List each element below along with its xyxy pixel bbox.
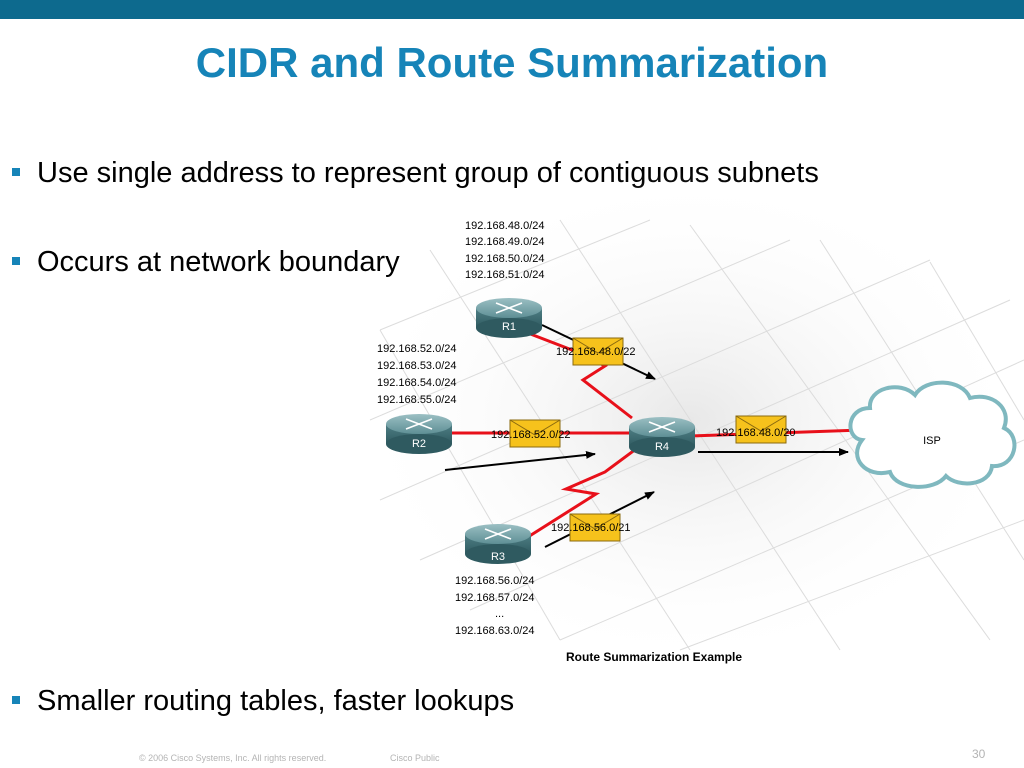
r2-network-3: 192.168.54.0/24	[377, 377, 457, 389]
bullet-2-text: Occurs at network boundary	[37, 246, 400, 278]
envelope-r3: 192.168.56.0/21	[551, 513, 631, 542]
envelope-r4: 192.168.48.0/20	[716, 415, 796, 444]
diagram-caption: Route Summarization Example	[566, 650, 742, 664]
r2-network-1: 192.168.52.0/24	[377, 343, 457, 355]
r1-network-1: 192.168.48.0/24	[465, 220, 545, 232]
router-arrows-icon	[405, 418, 433, 430]
router-r3-label: R3	[491, 551, 505, 563]
footer-copyright: © 2006 Cisco Systems, Inc. All rights re…	[139, 753, 327, 763]
arrow-r2	[444, 450, 596, 471]
envelope-r2: 192.168.52.0/22	[491, 419, 571, 448]
page-number: 30	[972, 747, 986, 761]
r2-network-4: 192.168.55.0/24	[377, 394, 457, 406]
router-arrows-icon	[495, 302, 523, 314]
router-arrows-icon	[484, 528, 512, 540]
router-r4-label: R4	[655, 441, 669, 453]
router-r4: R4	[629, 417, 695, 457]
top-bar	[0, 0, 1024, 19]
summary-r2: 192.168.52.0/22	[491, 429, 571, 441]
link-r1-r4	[519, 328, 633, 420]
summary-r1: 192.168.48.0/22	[556, 346, 636, 358]
bullet-square-icon	[12, 257, 20, 265]
link-r3-r4	[519, 444, 641, 544]
router-r3: R3	[465, 524, 531, 564]
r2-network-2: 192.168.53.0/24	[377, 360, 457, 372]
isp-label: ISP	[923, 435, 941, 447]
router-r1-label: R1	[502, 321, 516, 333]
r1-network-4: 192.168.51.0/24	[465, 269, 545, 281]
r3-network-list: 192.168.56.0/24 192.168.57.0/24 ... 192.…	[455, 575, 535, 637]
envelope-r1: 192.168.48.0/22	[556, 337, 636, 366]
router-arrows-icon	[648, 421, 676, 433]
router-r1: R1	[476, 298, 542, 338]
bullet-square-icon	[12, 696, 20, 704]
r1-network-3: 192.168.50.0/24	[465, 253, 545, 265]
r3-network-2: 192.168.57.0/24	[455, 592, 535, 604]
r1-network-2: 192.168.49.0/24	[465, 236, 545, 248]
r3-network-1: 192.168.56.0/24	[455, 575, 535, 587]
footer-classification: Cisco Public	[390, 753, 440, 763]
r2-network-list: 192.168.52.0/24 192.168.53.0/24 192.168.…	[377, 343, 457, 406]
bullet-3-text: Smaller routing tables, faster lookups	[37, 685, 515, 717]
bullet-square-icon	[12, 168, 20, 176]
summary-r4: 192.168.48.0/20	[716, 427, 796, 439]
isp-cloud: ISP	[848, 380, 1017, 489]
r3-network-4: 192.168.63.0/24	[455, 625, 535, 637]
summary-r3: 192.168.56.0/21	[551, 522, 631, 534]
r1-network-list: 192.168.48.0/24 192.168.49.0/24 192.168.…	[465, 220, 545, 281]
bullet-2: Occurs at network boundary	[12, 245, 452, 279]
slide-title: CIDR and Route Summarization	[195, 39, 829, 86]
cloud-icon	[848, 380, 1017, 489]
router-r2: R2	[386, 414, 452, 454]
bullet-3: Smaller routing tables, faster lookups	[12, 684, 712, 718]
router-r2-label: R2	[412, 438, 426, 450]
r3-network-ellipsis: ...	[495, 608, 504, 620]
